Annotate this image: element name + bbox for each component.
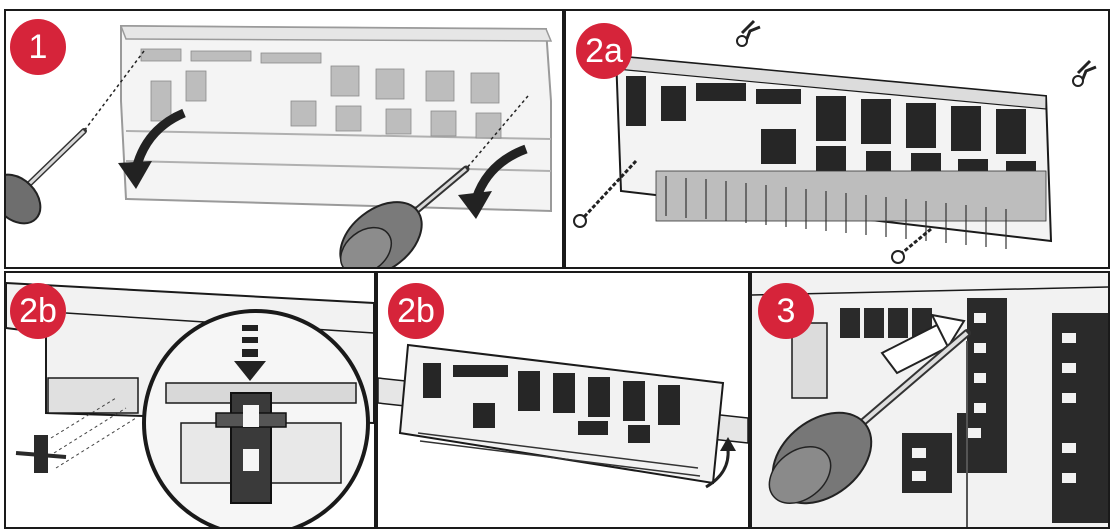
step-2b-rail-illustration: [378, 343, 748, 489]
wire-terminals: [840, 298, 1108, 523]
din-clip-icon: [15, 435, 67, 473]
step-2b-rail-panel: 2b: [376, 271, 750, 529]
screwdriver: [768, 329, 971, 505]
wall-plug-icon: [1072, 59, 1097, 87]
screw-bottom-icon: [891, 227, 932, 264]
wall-plug-icon: [736, 19, 761, 47]
step-badge-1: 1: [10, 19, 66, 75]
step-2b-clip-illustration: [6, 281, 374, 527]
step-2b-clip-panel: 2b: [4, 271, 376, 529]
step-2a-illustration: [573, 19, 1097, 264]
step-2a-panel: 2a: [564, 9, 1110, 269]
step-badge-2a: 2a: [576, 23, 632, 79]
rotate-arrow-left-icon: [118, 108, 186, 189]
screwdriver-right: [339, 165, 470, 267]
rotate-arrow-right-icon: [458, 144, 528, 219]
step-badge-2b-right: 2b: [388, 283, 444, 339]
screw-left-icon: [573, 159, 638, 228]
board-components: [140, 48, 502, 139]
rail-board-components: [423, 363, 680, 443]
step-badge-3: 3: [758, 283, 814, 339]
rail-hook-arrow-icon: [705, 437, 736, 489]
step-badge-2b-left: 2b: [10, 283, 66, 339]
screwdriver-left: [6, 128, 87, 225]
push-down-arrow-icon: [234, 325, 266, 381]
magnifier-circle: [142, 309, 370, 527]
step-1-illustration: [6, 24, 553, 267]
terminal-blocks: [626, 76, 1036, 191]
step-1-panel: 1: [4, 9, 564, 269]
step-3-panel: 3: [750, 271, 1110, 529]
